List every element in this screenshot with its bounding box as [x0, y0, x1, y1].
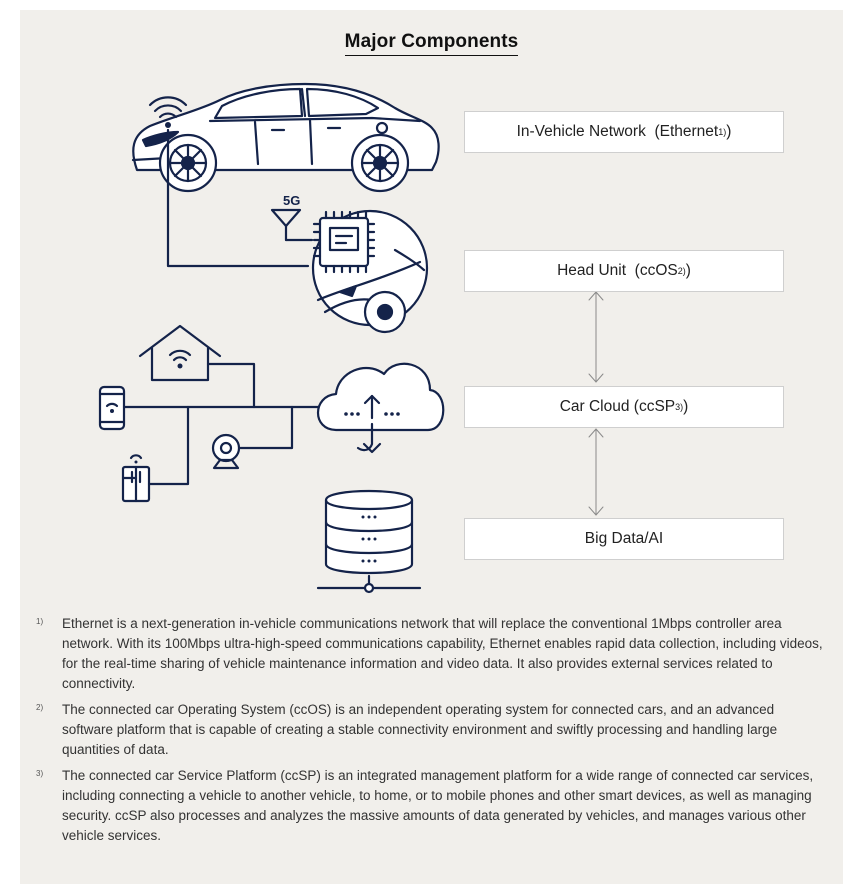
5g-antenna-icon: 5G: [270, 193, 314, 242]
component-big-data-ai: Big Data/AI: [464, 518, 784, 560]
components-illustration: 5G: [98, 82, 604, 594]
house-wifi-icon: [138, 324, 222, 382]
double-arrow-1: [588, 291, 604, 383]
car-icon: [131, 82, 440, 193]
footnote-2: 2) The connected car Operating System (c…: [36, 700, 826, 760]
footnote-1: 1) Ethernet is a next-generation in-vehi…: [36, 614, 826, 694]
footnote-mark: 3): [36, 769, 44, 778]
footnote-3: 3) The connected car Service Platform (c…: [36, 766, 826, 846]
footnote-text: The connected car Service Platform (ccSP…: [62, 768, 814, 843]
database-icon: [316, 489, 422, 594]
component-term: ccSP: [638, 398, 676, 415]
section-title: Major Components: [0, 31, 863, 56]
footnote-text: Ethernet is a next-generation in-vehicle…: [62, 616, 823, 691]
footnote-mark: 1): [36, 617, 44, 626]
component-term: Ethernet: [659, 123, 719, 140]
cloud-sync-icon: [316, 362, 445, 454]
component-name: Big Data/AI: [584, 530, 664, 547]
refrigerator-icon: [121, 454, 151, 503]
footnote-text: The connected car Operating System (ccOS…: [62, 702, 778, 757]
double-arrow-2: [588, 428, 604, 516]
component-name: In-Vehicle Network: [516, 123, 646, 140]
camera-icon: [211, 433, 241, 470]
footnotes: 1) Ethernet is a next-generation in-vehi…: [36, 614, 826, 852]
component-name: Head Unit: [557, 262, 627, 279]
footnote-mark: 2): [36, 703, 44, 712]
wifi-signal-icon: [148, 96, 188, 128]
5g-label: 5G: [283, 193, 300, 208]
component-term: ccOS: [639, 262, 678, 279]
component-name: Car Cloud: [559, 398, 630, 415]
chip-icon: [312, 210, 376, 274]
smartphone-icon: [98, 385, 126, 431]
